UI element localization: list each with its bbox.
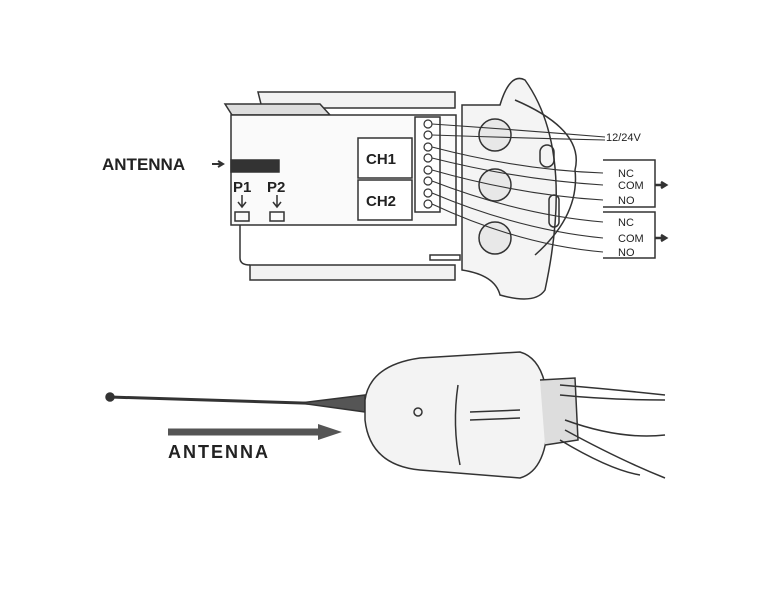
power-label: 12/24V: [606, 132, 642, 144]
p2-button: [269, 211, 285, 222]
p2-label: P2: [267, 179, 285, 196]
ch1-relay-box: [357, 137, 413, 179]
ch2-no-label: NO: [618, 247, 635, 259]
antenna-label-bottom: ANTENNA: [168, 442, 270, 462]
ch1-nc-label: NC: [618, 168, 634, 180]
bottom-receiver-drawing: [105, 351, 666, 479]
receiver-capsule: [364, 351, 549, 479]
p1-button: [234, 211, 250, 222]
ch1-label: CH1: [366, 151, 396, 168]
ch2-relay-box: [357, 179, 413, 221]
antenna-connector: [230, 159, 280, 173]
antenna-label-top: ANTENNA: [102, 155, 185, 174]
ch1-no-label: NO: [618, 195, 635, 207]
top-receiver-drawing: [212, 77, 669, 300]
ch2-com-label: COM: [618, 233, 644, 245]
ch2-label: CH2: [366, 193, 396, 210]
arrow-head: [318, 424, 342, 440]
ch1-com-label: COM: [618, 180, 644, 192]
ch2-nc-label: NC: [618, 217, 634, 229]
p1-label: P1: [233, 179, 251, 196]
terminal-block: [414, 116, 441, 213]
